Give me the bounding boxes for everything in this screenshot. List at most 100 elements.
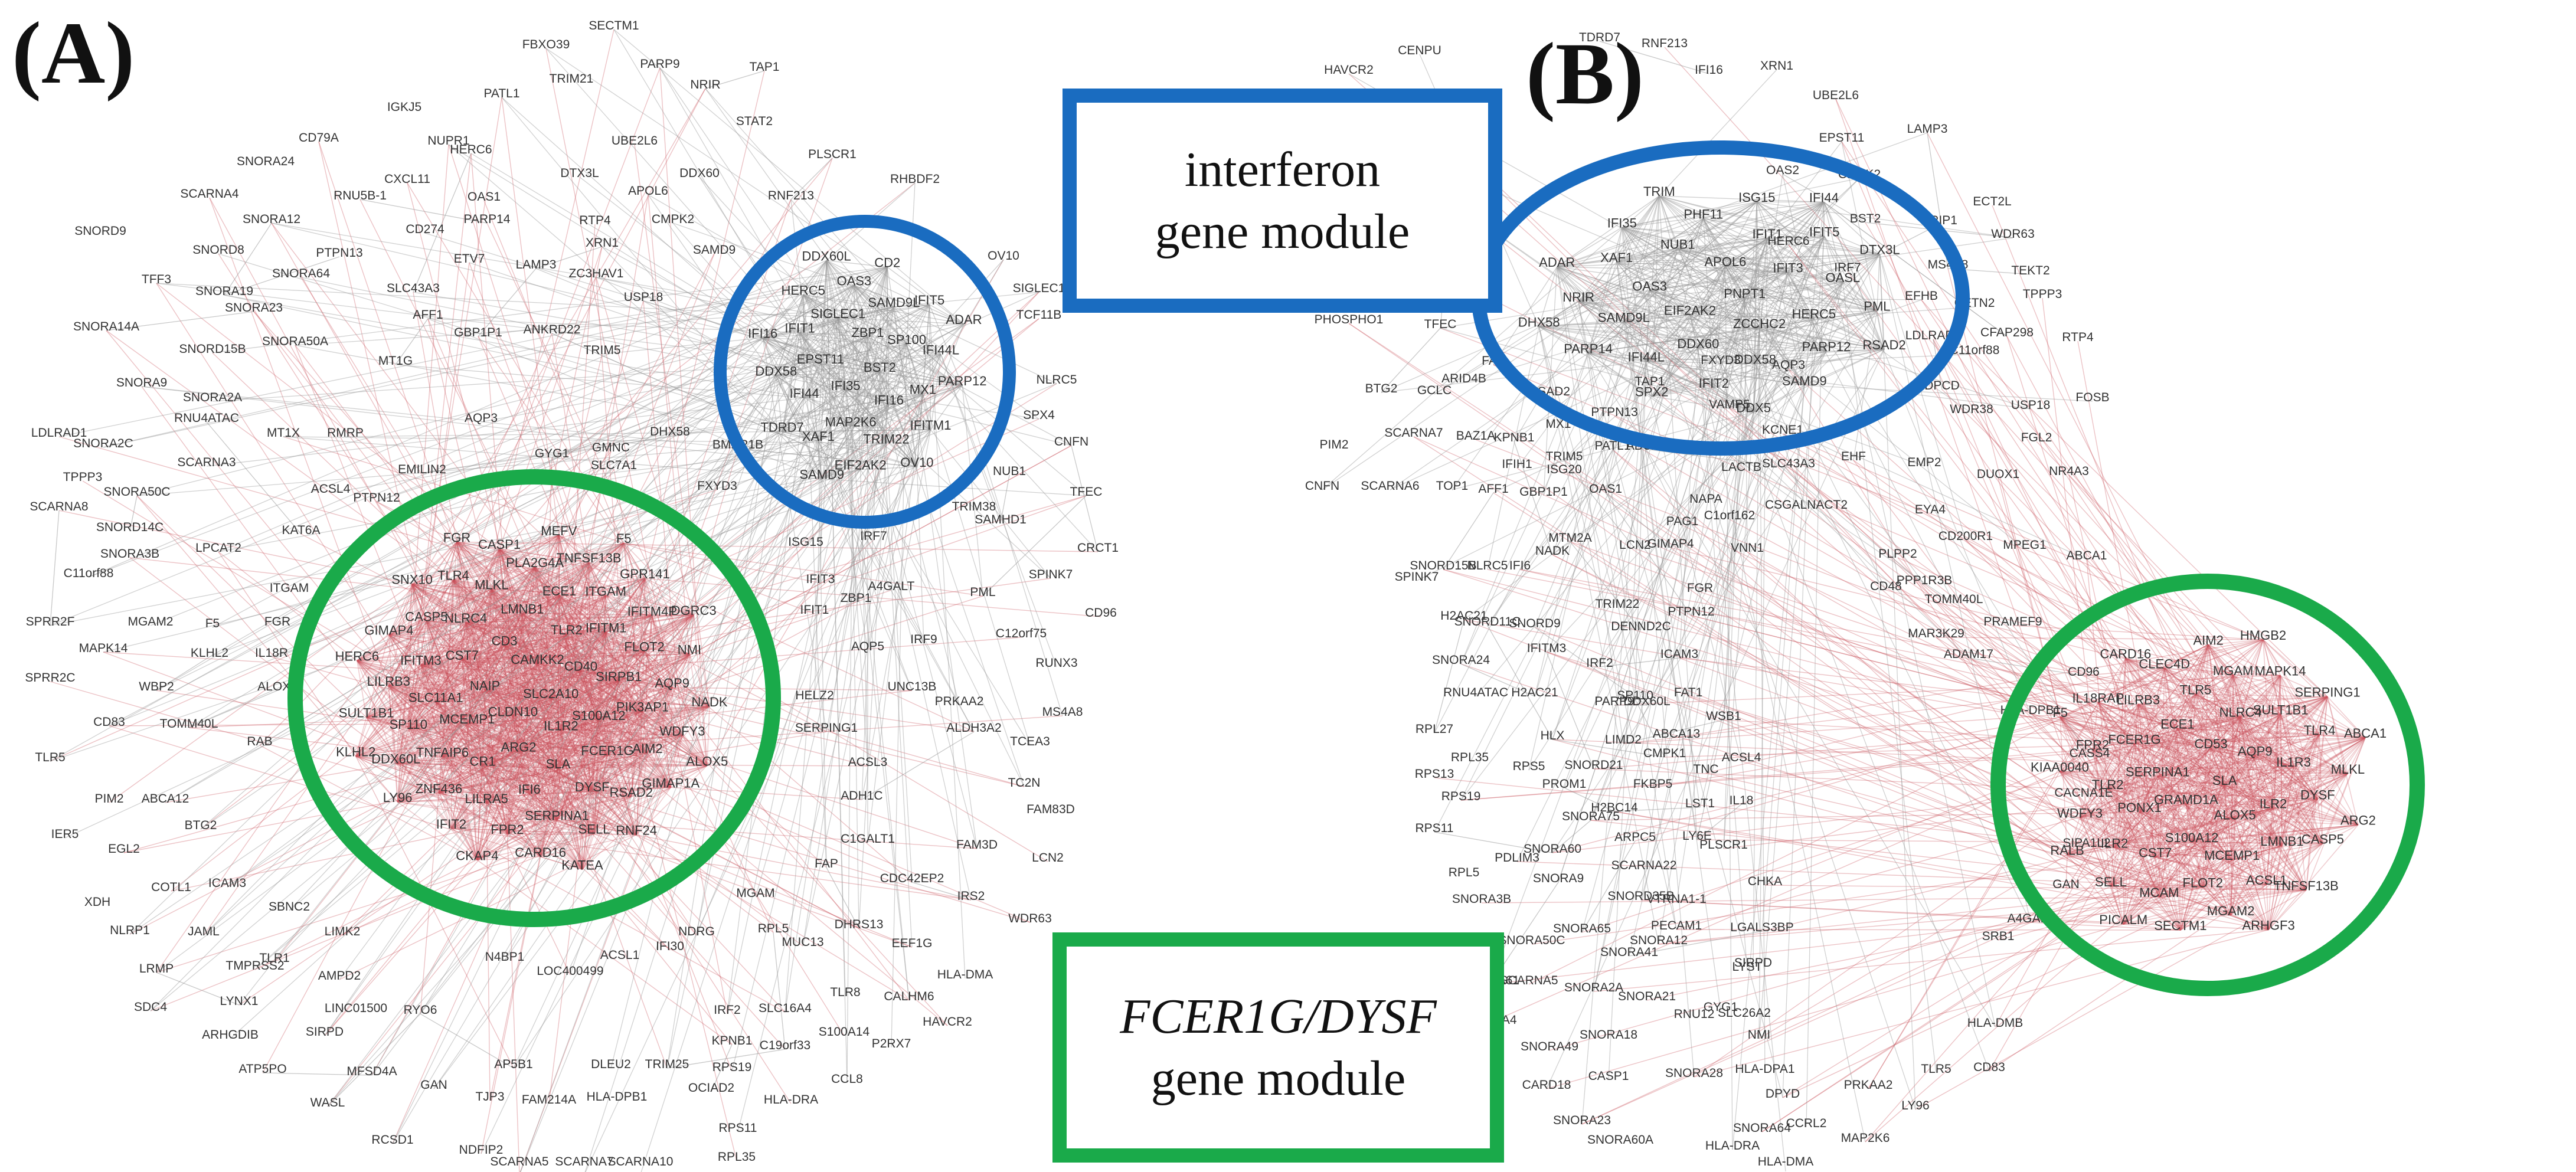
network-edge (561, 729, 648, 754)
gene-node-label: HMGB2 (2240, 628, 2286, 643)
gene-node-label: MGAM2 (128, 615, 173, 628)
network-edge (366, 716, 519, 752)
network-edge (522, 613, 567, 635)
network-edge (506, 663, 538, 834)
network-edge (484, 589, 492, 690)
network-edge (591, 791, 637, 836)
network-edge (435, 588, 492, 702)
network-edge (435, 659, 463, 702)
gene-node-label: IFITM3 (1527, 641, 1567, 655)
network-edge (537, 663, 619, 682)
network-edge (482, 680, 619, 767)
network-edge (439, 614, 694, 794)
gene-node-label: TRIM5 (1546, 450, 1583, 463)
network-edge (491, 588, 648, 754)
network-edge (442, 757, 508, 834)
network-edge (408, 728, 608, 756)
gene-node-label: MX1 (910, 382, 936, 397)
network-edge (581, 735, 683, 870)
gene-node-label: DDX60 (1677, 336, 1719, 351)
gene-node-label: RPS5 (1513, 759, 1545, 773)
network-edge (591, 687, 673, 792)
network-edge (420, 567, 535, 666)
gene-node-label: OV10 (988, 249, 1019, 263)
network-edge (476, 690, 486, 860)
network-edge (453, 580, 508, 834)
network-edge (388, 542, 625, 686)
network-edge (357, 660, 436, 703)
network-edge (435, 701, 558, 821)
gene-node-label: SERPING1 (2294, 685, 2360, 700)
network-edge (366, 717, 397, 764)
network-edge (355, 755, 593, 792)
gene-node-label: XRN1 (1760, 59, 1793, 73)
network-edge (395, 762, 483, 767)
network-edge (442, 757, 478, 860)
gene-node-label: XRN1 (586, 236, 619, 250)
network-edge (606, 631, 673, 688)
network-edge (506, 595, 560, 834)
gene-node-label: SLC16A4 (759, 1001, 812, 1015)
gene-node-label: IRF2 (1586, 656, 1613, 670)
network-edge (388, 634, 672, 688)
gene-node-label: SNORA50A (262, 335, 328, 348)
gene-node-label: SPRR2F (26, 615, 75, 628)
network-edge (465, 562, 589, 623)
network-edge (397, 801, 557, 821)
gene-node-label: DLEU2 (591, 1058, 631, 1071)
gene-node-label: LPCAT2 (195, 541, 241, 555)
gene-node-label: IFI16 (748, 326, 777, 341)
network-edge (355, 711, 643, 757)
network-edge (411, 583, 645, 652)
network-edge (426, 580, 454, 622)
gene-node-label: CARD18 (1522, 1078, 1571, 1092)
network-edge (507, 706, 710, 834)
network-edge (485, 689, 643, 712)
gene-node-label: C19orf33 (760, 1039, 810, 1052)
network-edge (529, 578, 646, 794)
network-edge (529, 615, 653, 794)
network-edge (512, 680, 619, 717)
network-edge (408, 698, 551, 729)
network-edge (462, 659, 519, 752)
network-edge (1434, 619, 1464, 734)
gene-node-label: ADAR (946, 312, 982, 327)
gene-node-label: KLHL2 (191, 646, 228, 660)
network-edge (522, 613, 619, 682)
network-edge (426, 595, 560, 622)
gene-node-label: CMPK1 (1643, 747, 1686, 760)
network-edge (357, 615, 652, 662)
network-edge (456, 541, 645, 652)
network-edge (462, 659, 671, 788)
network-edge (395, 645, 505, 764)
gene-node-label: HLA-DPB1 (587, 1090, 648, 1104)
network-edge (491, 589, 583, 870)
network-edge (357, 660, 409, 729)
network-edge (485, 689, 683, 736)
network-edge (442, 757, 487, 804)
gene-node-label: FCER1G (2108, 732, 2160, 747)
network-edge (484, 689, 595, 834)
network-edge (529, 793, 594, 834)
network-edge (465, 542, 625, 623)
network-edge (557, 768, 595, 834)
network-edge (388, 548, 500, 636)
network-edge (652, 616, 683, 736)
network-edge (435, 701, 583, 870)
gene-node-label: SNORA9 (116, 376, 167, 389)
gene-node-label: DHRS13 (835, 918, 884, 931)
network-edge (581, 796, 632, 870)
network-edge (540, 653, 690, 857)
network-edge (618, 680, 672, 788)
network-edge (467, 711, 643, 725)
network-edge (550, 535, 560, 699)
network-edge (456, 542, 608, 755)
network-edge (558, 765, 707, 769)
network-edge (388, 634, 559, 769)
network-edge (644, 578, 648, 753)
network-edge (522, 595, 560, 614)
gene-node-label: STAT2 (736, 114, 773, 128)
gene-node-label: TRIM38 (952, 500, 996, 513)
network-edge (450, 567, 535, 829)
network-edge (426, 621, 608, 755)
